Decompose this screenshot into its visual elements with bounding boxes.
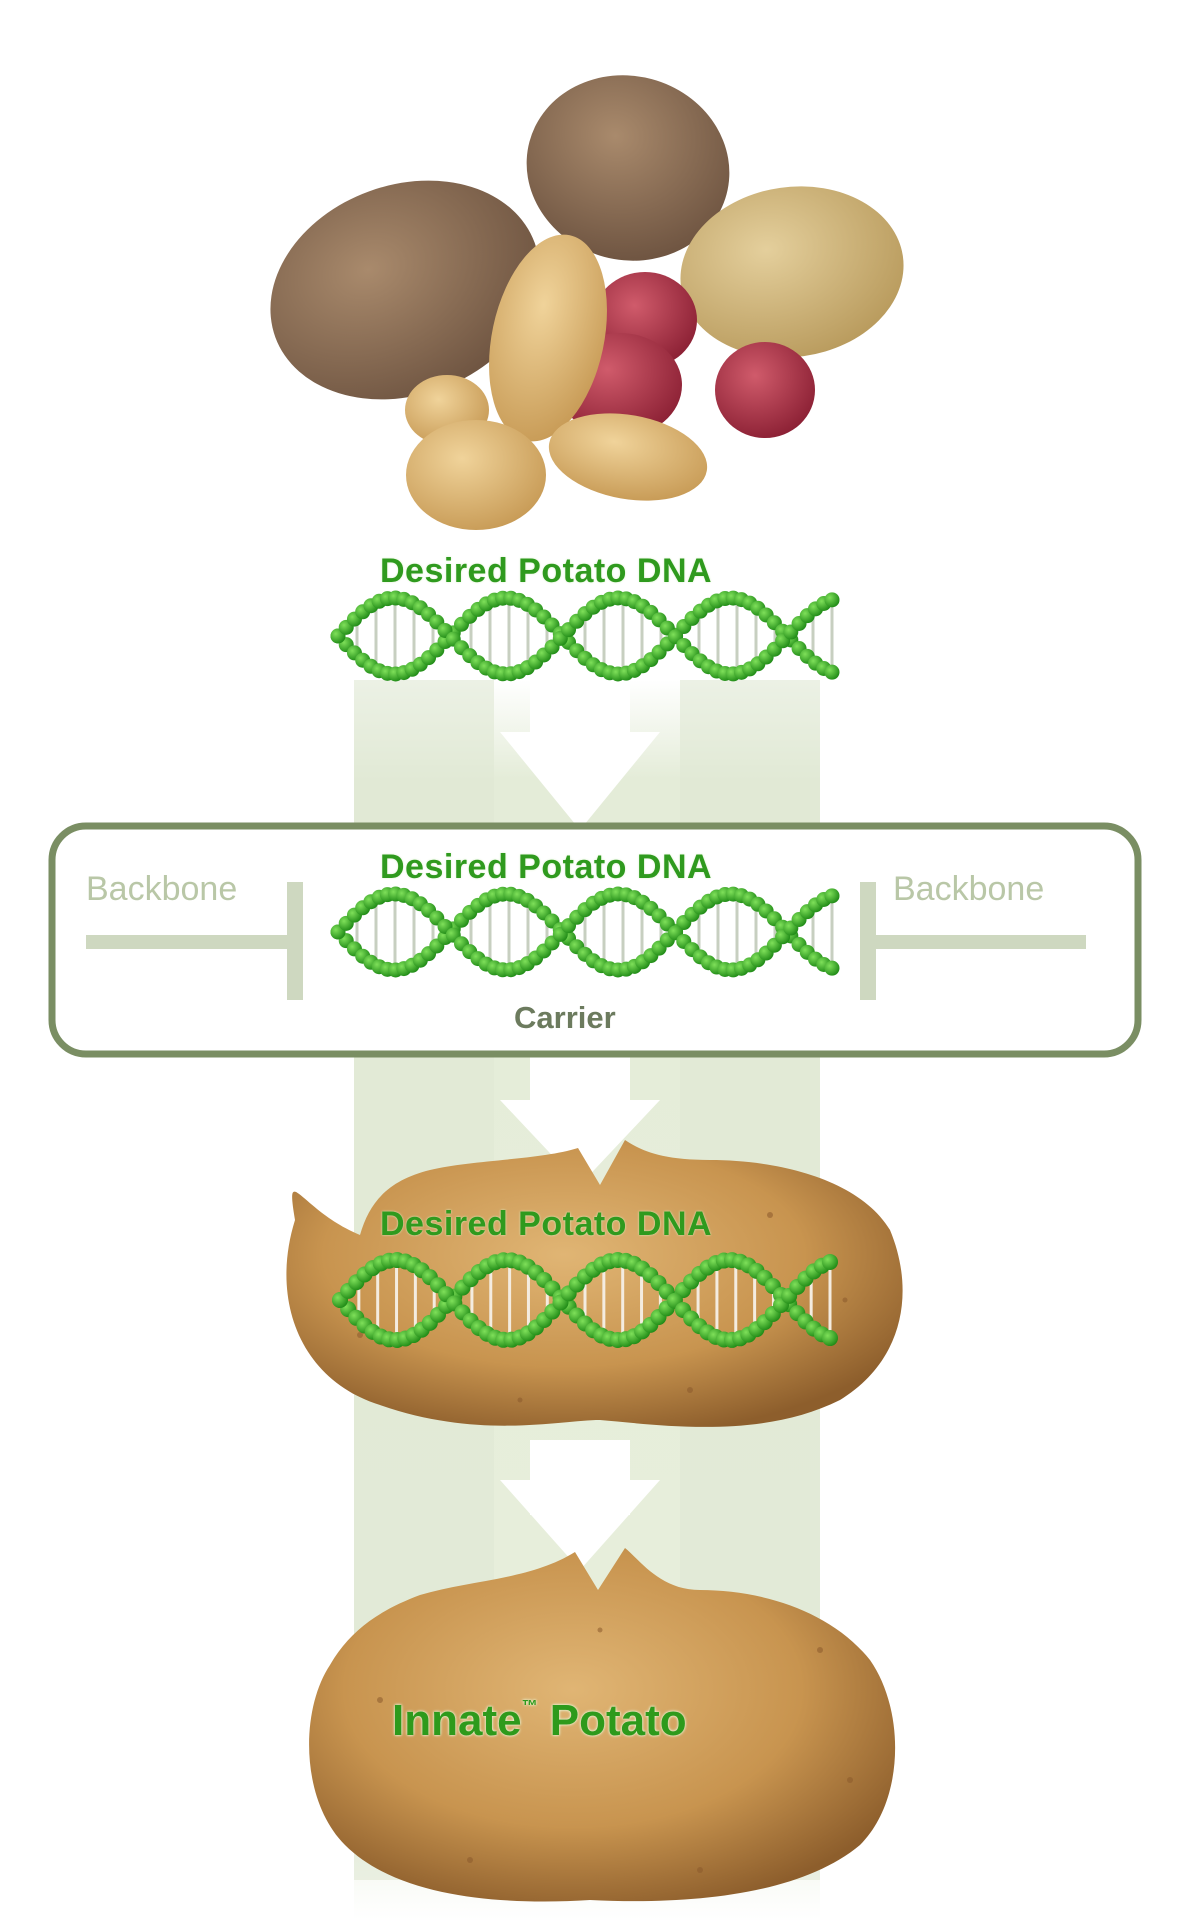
- backbone-right-bar: [860, 882, 1086, 1000]
- bottom-potato: [309, 1548, 896, 1902]
- dna-bead: [822, 1330, 838, 1347]
- potato-pile: [270, 75, 904, 530]
- backbone-label-left: Backbone: [86, 870, 238, 908]
- backbone-left-bar: [86, 882, 303, 1000]
- dna-bead: [824, 592, 840, 608]
- backbone-label-right: Backbone: [893, 870, 1045, 908]
- innate-name: Innate: [392, 1696, 522, 1745]
- arrow-3: [500, 1440, 660, 1570]
- innate-suffix: Potato: [537, 1696, 687, 1745]
- trademark-symbol: ™: [521, 1698, 538, 1715]
- dna-bead: [824, 664, 840, 680]
- desired-dna-label-carrier: Desired Potato DNA: [380, 848, 713, 886]
- desired-dna-label-potato: Desired Potato DNA: [380, 1205, 713, 1243]
- dna-helix-carrier: [330, 886, 840, 978]
- innate-potato-label: Innate™ Potato: [392, 1696, 687, 1746]
- arrow-2: [500, 1050, 660, 1185]
- desired-dna-label-top: Desired Potato DNA: [380, 552, 713, 590]
- dna-bead: [824, 888, 840, 904]
- dna-helix-potato: [332, 1252, 838, 1348]
- carrier-label: Carrier: [514, 1000, 616, 1035]
- potato-spots: [357, 1212, 853, 1873]
- dna-bead: [822, 1253, 838, 1270]
- dna-helix-top: [330, 590, 840, 682]
- middle-potato: [286, 1140, 903, 1427]
- dna-bead: [824, 960, 840, 976]
